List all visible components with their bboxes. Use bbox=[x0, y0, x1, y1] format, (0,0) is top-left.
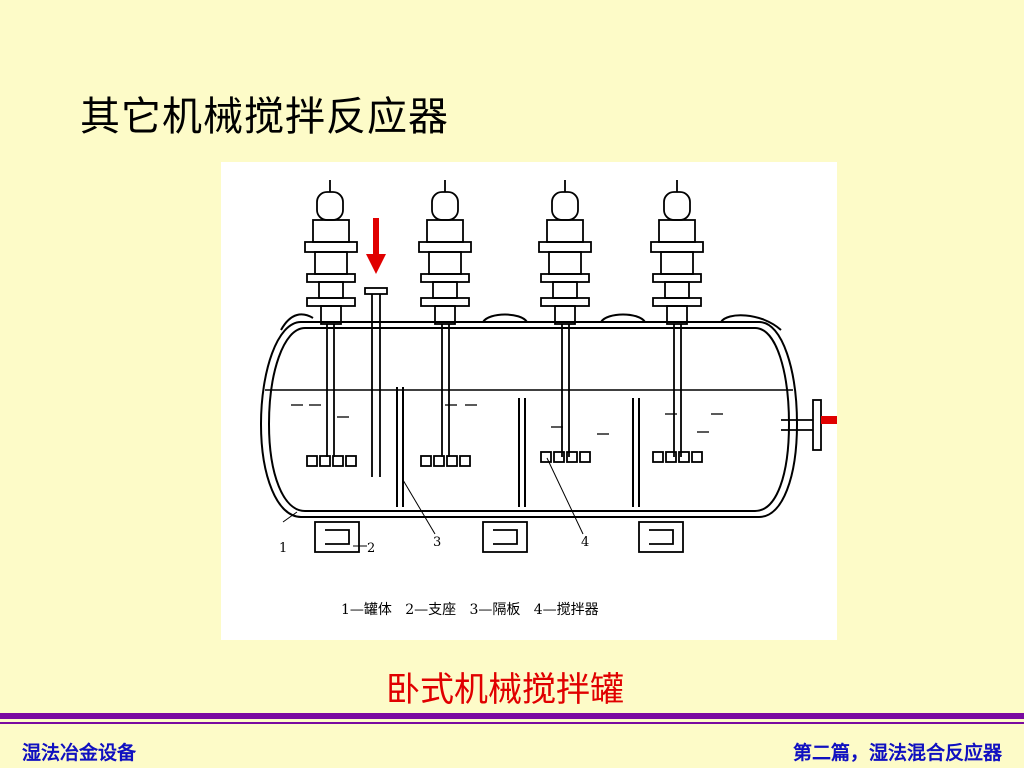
top-bump-2 bbox=[482, 313, 528, 323]
inlet-pipe bbox=[364, 287, 388, 477]
callout-2: 2 bbox=[367, 541, 375, 556]
callout-4: 4 bbox=[581, 535, 589, 550]
callout-3: 3 bbox=[433, 535, 441, 550]
diagram-svg: 1 2 3 4 1—罐体 2—支座 3—隔板 4—搅拌器 bbox=[259, 180, 837, 618]
support-2 bbox=[482, 521, 528, 553]
vessel-inner-wall bbox=[267, 327, 791, 512]
figure-caption: 卧式机械搅拌罐 bbox=[386, 670, 624, 710]
slide-title: 其它机械搅拌反应器 bbox=[80, 94, 449, 140]
leader-3 bbox=[402, 479, 436, 535]
stirrer-3 bbox=[538, 180, 592, 463]
top-bump-4 bbox=[720, 314, 782, 331]
leader-1 bbox=[282, 511, 298, 523]
outlet-nozzle bbox=[781, 399, 822, 451]
liquid-dashes bbox=[291, 404, 723, 435]
callout-1: 1 bbox=[279, 541, 287, 556]
support-1 bbox=[314, 521, 360, 553]
stirrer-1 bbox=[304, 180, 358, 467]
stirrer-2 bbox=[418, 180, 472, 467]
top-bump-1 bbox=[280, 313, 314, 331]
support-3 bbox=[638, 521, 684, 553]
top-bump-3 bbox=[600, 313, 646, 323]
footer-course-name: 湿法冶金设备 bbox=[22, 742, 137, 764]
figure-legend: 1—罐体 2—支座 3—隔板 4—搅拌器 bbox=[341, 602, 599, 618]
inflow-arrow bbox=[366, 218, 386, 274]
footer-chapter-name: 第二篇，湿法混合反应器 bbox=[792, 742, 1002, 764]
vessel-shell bbox=[259, 321, 799, 518]
footer-divider-thick bbox=[0, 713, 1024, 719]
footer-divider-thin bbox=[0, 722, 1024, 724]
leader-4 bbox=[546, 457, 584, 535]
horizontal-stirred-tank-diagram: 1 2 3 4 1—罐体 2—支座 3—隔板 4—搅拌器 bbox=[221, 162, 837, 640]
stirrer-4 bbox=[650, 180, 704, 463]
outflow-arrow bbox=[821, 416, 837, 424]
